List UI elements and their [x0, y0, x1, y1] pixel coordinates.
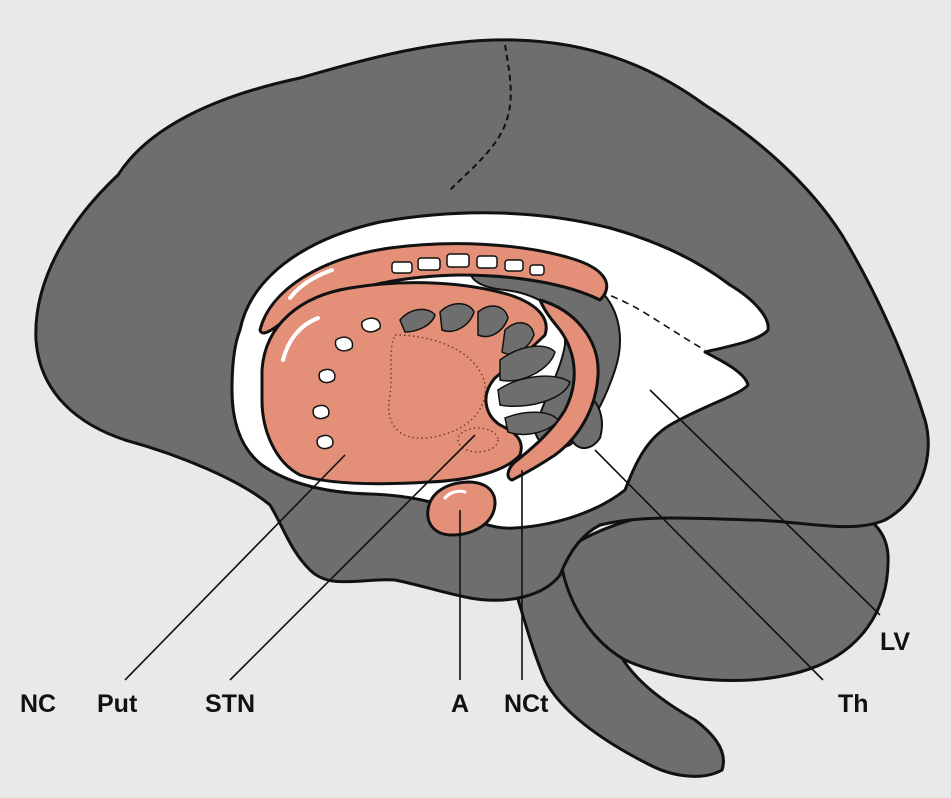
- caudate-white-marks: [312, 317, 381, 450]
- label-nc: NC: [20, 690, 56, 718]
- label-put: Put: [97, 690, 138, 718]
- caudate-bridges: [391, 253, 545, 276]
- label-a: A: [451, 690, 469, 718]
- internal-capsule-strands: [399, 303, 571, 436]
- globus-pallidus-contour: [388, 334, 486, 439]
- amygdala: [426, 480, 497, 537]
- label-nct: NCt: [504, 690, 549, 718]
- subthalamic-nucleus: [457, 427, 499, 453]
- label-stn: STN: [205, 690, 255, 718]
- caudate-tail: [506, 298, 600, 482]
- label-lv: LV: [880, 628, 910, 656]
- leader-lines: [124, 389, 881, 681]
- label-th: Th: [838, 690, 869, 718]
- caudate-highlight: [288, 268, 334, 300]
- putamen-highlight: [281, 316, 320, 362]
- central-sulcus: [449, 44, 512, 191]
